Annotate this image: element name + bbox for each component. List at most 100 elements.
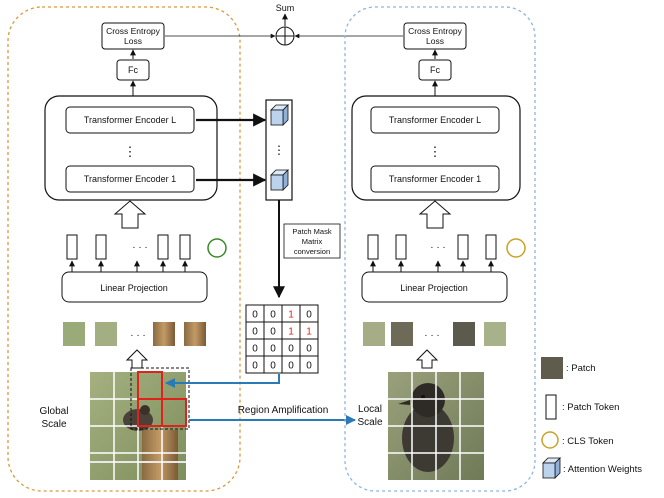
linear-projection-label-global: Linear Projection [100, 283, 168, 293]
legend-item-attention: : Attention Weights [542, 457, 642, 479]
mask-cell-value: 0 [252, 361, 258, 372]
hollow-up-arrow-global [113, 200, 147, 229]
local-input-image [388, 372, 484, 480]
selected-region-dashed [130, 367, 190, 430]
transformer-encoder-l-label-local: Transformer Encoder L [389, 115, 481, 125]
patch-token [485, 234, 497, 260]
linear-projection-label-local: Linear Projection [400, 283, 468, 293]
cross-entropy-loss-box-local [403, 22, 467, 50]
mask-cell-value: 1 [288, 327, 294, 338]
patch-tokens-local: · · · [367, 234, 526, 260]
mask-cell-value: 0 [252, 344, 258, 355]
attention-cube-icon [542, 457, 561, 479]
fc-label-global: Fc [128, 65, 138, 75]
mask-cell-value: 0 [288, 361, 294, 372]
local-scale-label-2: Scale [357, 417, 382, 428]
cls-token-local [506, 238, 526, 258]
cross-entropy-loss-box-global [101, 22, 165, 50]
cls-token-global [207, 238, 227, 258]
legend-cls-token-label: : CLS Token [562, 436, 614, 447]
hollow-up-arrow-image-local [415, 349, 439, 369]
legend-item-patch: : Patch [541, 357, 596, 379]
cross-entropy-loss-label-global-1: Cross Entropy [106, 26, 161, 36]
transformer-encoder-1-local [370, 165, 500, 193]
conversion-label-box [283, 223, 341, 259]
fc-box-global [116, 59, 150, 81]
conversion-label-3: conversion [294, 247, 330, 256]
legend: : Patch : Patch Token : CLS Token : Atte… [541, 357, 642, 479]
patch-thumbnail [391, 322, 413, 346]
mask-cell [299, 355, 319, 374]
patch-token [395, 234, 407, 260]
cls-token-icon [541, 431, 559, 449]
patch-thumbnail-ellipsis-local: · · · [424, 330, 440, 341]
patch-thumbnail [363, 322, 385, 346]
patch-thumbnail [484, 322, 506, 346]
encoder-vertical-dots-global: ⋮ [124, 144, 137, 159]
transformer-encoder-l-local [370, 106, 500, 134]
projection-arrows-local [370, 260, 494, 272]
mask-cell-value: 0 [252, 327, 258, 338]
patch-thumbnail [63, 322, 85, 346]
linear-projection-box-local [361, 271, 508, 303]
patch-token [157, 234, 169, 260]
local-scale-label-1: Local [358, 404, 382, 415]
patch-thumbnails-local: · · · [363, 322, 506, 346]
global-scale-label-2: Scale [41, 419, 66, 430]
patch-token-ellipsis-local: · · · [430, 242, 446, 253]
mask-cell-value: 0 [270, 327, 276, 338]
transformer-encoder-1-global [65, 165, 195, 193]
patch-thumbnail [453, 322, 475, 346]
attention-cube-icon [270, 169, 289, 191]
encoder-vertical-dots-local: ⋮ [429, 144, 442, 159]
patch-thumbnail-icon [541, 357, 563, 379]
linear-projection-box-global [61, 271, 208, 303]
patch-thumbnail [153, 322, 175, 346]
patch-token [367, 234, 379, 260]
patch-thumbnail-ellipsis-global: · · · [130, 330, 146, 341]
global-branch-border [7, 6, 241, 492]
patch-token-ellipsis-global: · · · [132, 242, 148, 253]
fc-box-local [418, 59, 452, 81]
patch-token [66, 234, 78, 260]
cross-entropy-loss-label-global-2: Loss [124, 36, 142, 46]
patch-token [457, 234, 469, 260]
mask-cell-value: 0 [252, 310, 258, 321]
global-scale-branch: Cross Entropy Loss Fc Transformer Encode… [7, 6, 241, 492]
patch-thumbnail [184, 322, 206, 346]
transformer-encoder-l-label-global: Transformer Encoder L [84, 115, 176, 125]
patch-thumbnails-global: · · · [63, 322, 206, 346]
legend-patch-token-label: : Patch Token [562, 402, 619, 413]
sum-node: Sum [165, 3, 403, 46]
global-scale-label-1: Global [40, 406, 69, 417]
mask-cell-value: 0 [270, 361, 276, 372]
legend-item-cls-token: : CLS Token [541, 431, 614, 449]
selected-patch-red [161, 398, 187, 427]
hollow-up-arrow-local [418, 200, 452, 229]
region-amplification-label: Region Amplification [238, 405, 329, 416]
transformer-encoder-1-label-global: Transformer Encoder 1 [84, 174, 176, 184]
cross-entropy-loss-label-local-1: Cross Entropy [408, 26, 463, 36]
legend-patch-label: : Patch [566, 363, 596, 374]
mask-cell-value: 1 [288, 310, 294, 321]
patch-thumbnail [95, 322, 117, 346]
projection-arrows-global [69, 260, 188, 272]
transformer-encoder-l-global [65, 106, 195, 134]
cross-entropy-loss-label-local-2: Loss [426, 36, 444, 46]
mask-cell-value: 0 [306, 344, 312, 355]
global-input-image [90, 367, 190, 480]
attention-vertical-dots: ⋮ [273, 143, 285, 157]
patch-token [179, 234, 191, 260]
mask-cell-value: 0 [288, 344, 294, 355]
mask-cell-value: 0 [270, 310, 276, 321]
hollow-up-arrow-image-global [125, 349, 149, 369]
local-scale-branch: Cross Entropy Loss Fc Transformer Encode… [344, 6, 536, 492]
sum-label: Sum [276, 3, 295, 13]
fc-label-local: Fc [430, 65, 440, 75]
attention-column: ⋮ Patch Mask Matrix conversion [196, 99, 341, 299]
mask-cell-value: 1 [306, 327, 312, 338]
mask-cell-value: 0 [306, 310, 312, 321]
conversion-label-2: Matrix [302, 237, 323, 246]
mask-cell-value: 0 [270, 344, 276, 355]
